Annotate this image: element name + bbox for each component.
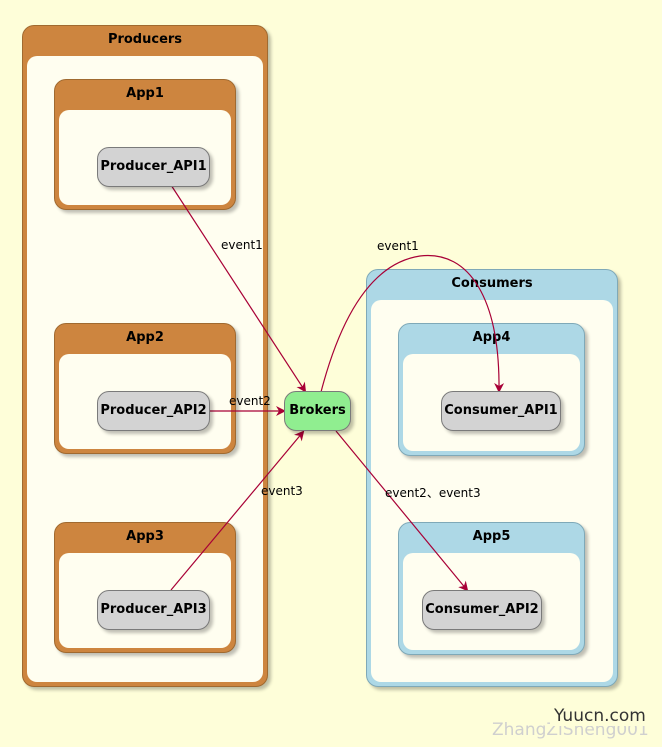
app3-group: App3 (54, 522, 236, 653)
edge-brokers-consumer-api1 (320, 254, 505, 393)
edge-label-event3-producer: event3 (261, 484, 303, 498)
brokers-node: Brokers (284, 391, 351, 431)
edge-label-event1-consumer: event1 (377, 239, 419, 253)
producer-api3-node: Producer_API3 (97, 590, 210, 630)
app3-group-title: App3 (126, 529, 164, 544)
edge-producer-api1-brokers (170, 184, 307, 393)
consumers-group-title: Consumers (451, 276, 533, 291)
app5-group-title: App5 (472, 529, 511, 544)
app2-group-title: App2 (126, 330, 164, 345)
edge-label-event1-producer: event1 (221, 238, 263, 252)
edge-producer-api3-brokers (170, 430, 305, 591)
producer-api1-node: Producer_API1 (97, 147, 210, 187)
consumer-api2-node: Consumer_API2 (422, 590, 542, 630)
consumer-api1-node: Consumer_API1 (441, 391, 561, 431)
edge-label-event2-event3-consumer: event2、event3 (385, 486, 481, 500)
producer-api2-node: Producer_API2 (97, 391, 210, 431)
app4-group-title: App4 (472, 330, 511, 345)
app1-group-title: App1 (126, 86, 164, 101)
edge-label-event2-producer: event2 (229, 394, 271, 408)
producers-group-title: Producers (107, 32, 183, 47)
site-logo: Yuucn.com (550, 706, 650, 726)
edge-brokers-consumer-api2 (335, 430, 469, 592)
